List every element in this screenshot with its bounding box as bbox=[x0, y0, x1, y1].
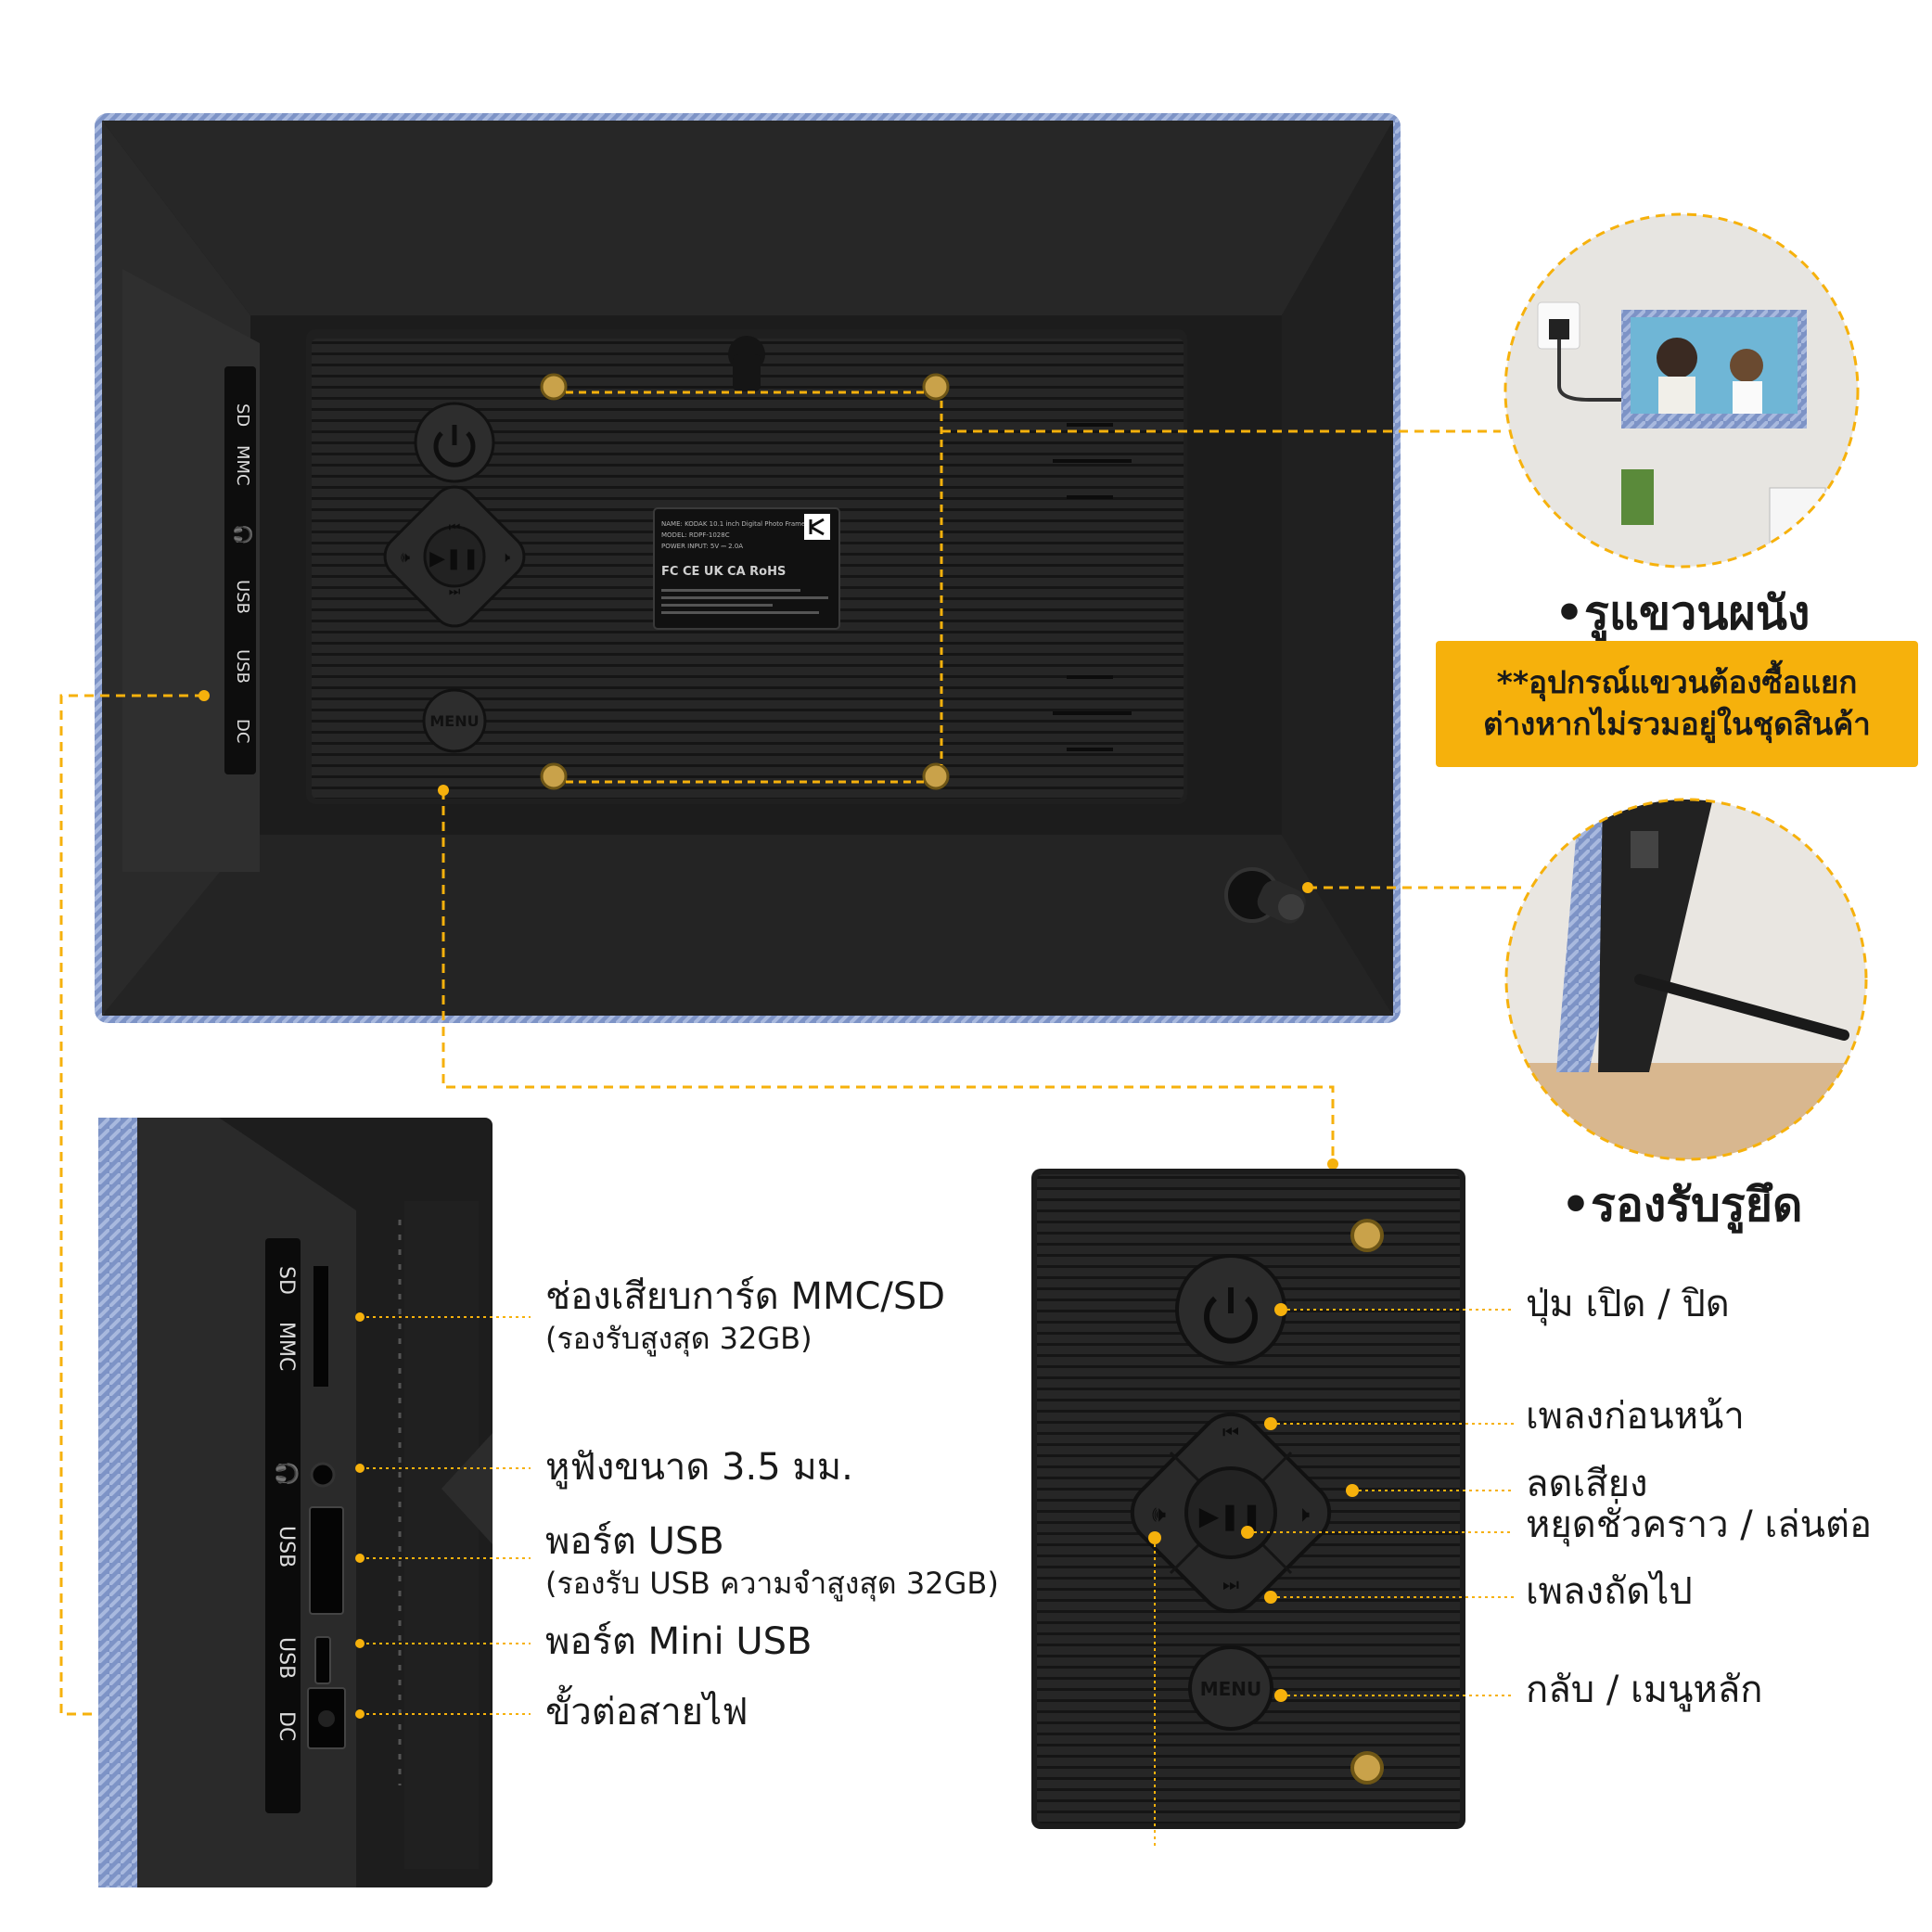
svg-text:⏮: ⏮ bbox=[449, 520, 461, 535]
frame-back-view: ▶❚❚ ⏮ ⏭ 🕪 🕨 MENU NAME: KODAK 10.1 inch D… bbox=[93, 111, 1402, 1025]
menu-button-label: MENU bbox=[429, 712, 479, 730]
svg-text:🕪: 🕪 bbox=[1152, 1501, 1166, 1527]
power-button-label: ปุ่ม เปิด / ปิด bbox=[1526, 1283, 1730, 1325]
svg-text:🕨: 🕨 bbox=[1296, 1501, 1310, 1527]
stand-label: •รองรับรูยึด bbox=[1561, 1178, 1803, 1232]
rating-label-line-2: MODEL: RDPF-1028C bbox=[661, 531, 730, 539]
svg-text:🕨: 🕨 bbox=[501, 548, 510, 566]
svg-text:⏭: ⏭ bbox=[1222, 1573, 1239, 1595]
rating-label-line-3: POWER INPUT: 5V ⎓ 2.0A bbox=[661, 543, 743, 550]
svg-text:⏭: ⏭ bbox=[449, 584, 461, 599]
side-ports-closeup: SD MMC 🎧 USB USB DC bbox=[98, 1118, 493, 1887]
svg-text:▶❚❚: ▶❚❚ bbox=[429, 547, 480, 570]
svg-text:⏮: ⏮ bbox=[1222, 1421, 1239, 1443]
frame-back-illustration: ▶❚❚ ⏮ ⏭ 🕪 🕨 MENU NAME: KODAK 10.1 inch D… bbox=[95, 113, 1401, 1023]
rating-label-line-1: NAME: KODAK 10.1 inch Digital Photo Fram… bbox=[661, 520, 805, 528]
previous-track-label: เพลงก่อนหน้า bbox=[1526, 1395, 1745, 1438]
volume-down-label: ลดเสียง bbox=[1526, 1463, 1648, 1505]
wall-mount-note-line-1: **อุปกรณ์แขวนต้องซื้อแยก bbox=[1496, 664, 1858, 701]
stand-photo bbox=[1501, 794, 1872, 1165]
usb-port-detail: (รองรับ USB ความจำสูงสุด 32GB) bbox=[545, 1566, 999, 1601]
menu-closeup-label: MENU bbox=[1200, 1678, 1262, 1700]
svg-text:🕪: 🕪 bbox=[401, 548, 410, 566]
wall-mount-note-line-2: ต่างหากไม่รวมอยู่ในชุดสินค้า bbox=[1483, 706, 1871, 742]
dc-power-label: ขั้วต่อสายไฟ bbox=[545, 1691, 748, 1734]
wall-mount-label: •รูแขวนผนัง bbox=[1555, 586, 1810, 640]
sd-card-slot-label: ช่องเสียบการ์ด MMC/SD bbox=[545, 1275, 946, 1318]
rating-label-line-4: FC CE UK CA RoHS bbox=[661, 565, 786, 579]
mini-usb-port-label: พอร์ต Mini USB bbox=[545, 1620, 812, 1663]
wall-mount-photo bbox=[1501, 210, 1862, 571]
headphone-jack-label: หูฟังขนาด 3.5 มม. bbox=[545, 1446, 853, 1489]
wall-mount-note: **อุปกรณ์แขวนต้องซื้อแยก ต่างหากไม่รวมอย… bbox=[1436, 641, 1918, 767]
next-track-label: เพลงถัดไป bbox=[1526, 1570, 1693, 1613]
sd-card-slot-detail: (รองรับสูงสุด 32GB) bbox=[545, 1321, 812, 1356]
play-pause-label: หยุดชั่วคราว / เล่นต่อ bbox=[1526, 1503, 1872, 1546]
buttons-closeup: ▶❚❚ ⏮ ⏭ 🕪 🕨 MENU bbox=[1031, 1169, 1465, 1829]
usb-port-label: พอร์ต USB bbox=[545, 1520, 724, 1563]
svg-text:▶❚❚: ▶❚❚ bbox=[1199, 1501, 1262, 1531]
menu-back-label: กลับ / เมนูหลัก bbox=[1526, 1669, 1763, 1711]
